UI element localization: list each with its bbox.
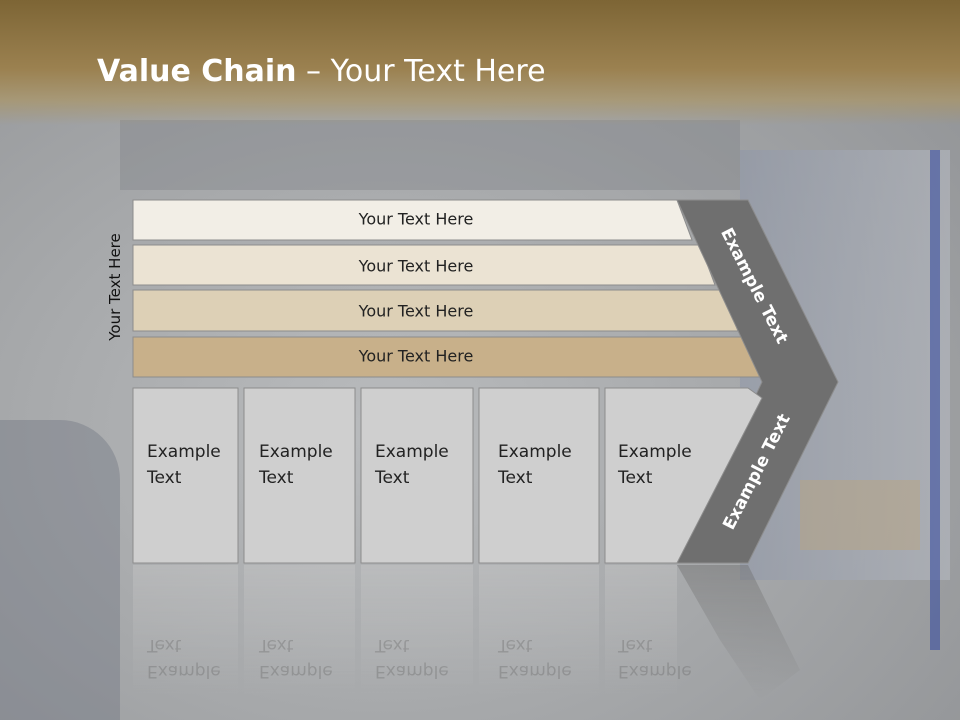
activity-box-2[interactable]	[243, 387, 356, 564]
activity-box-5-label: Example Text	[618, 439, 692, 491]
refl-line-1: Example	[259, 661, 333, 681]
box-line-2: Text	[498, 468, 533, 488]
refl-line-1: Example	[618, 661, 692, 681]
band-4-label: Your Text Here	[358, 346, 474, 366]
box-line-1: Example	[498, 442, 572, 462]
box-line-2: Text	[259, 468, 294, 488]
activity-box-3[interactable]	[360, 387, 474, 564]
band-2-label: Your Text Here	[358, 256, 474, 276]
activity-box-3-label: Example Text	[375, 439, 449, 491]
band-2[interactable]	[132, 244, 716, 286]
activity-box-1[interactable]	[132, 387, 239, 564]
refl-line-2: Text	[375, 635, 410, 655]
reflection-label-4: Example Text	[498, 632, 572, 684]
reflection-label-5: Example Text	[618, 632, 692, 684]
activity-box-4[interactable]	[478, 387, 600, 564]
box-line-1: Example	[147, 442, 221, 462]
box-line-1: Example	[259, 442, 333, 462]
activity-box-2-label: Example Text	[259, 439, 333, 491]
reflection	[133, 565, 800, 700]
box-line-1: Example	[618, 442, 692, 462]
reflection-label-1: Example Text	[147, 632, 221, 684]
refl-line-2: Text	[147, 635, 182, 655]
reflection-label-2: Example Text	[259, 632, 333, 684]
activity-box-4-label: Example Text	[498, 439, 572, 491]
band-1[interactable]	[132, 199, 693, 241]
box-line-2: Text	[375, 468, 410, 488]
box-line-2: Text	[618, 468, 653, 488]
slide-title: Value Chain – Your Text Here	[97, 54, 546, 89]
title-rest: – Your Text Here	[296, 54, 546, 89]
refl-line-1: Example	[498, 661, 572, 681]
activity-box-1-label: Example Text	[147, 439, 221, 491]
title-bold: Value Chain	[97, 54, 297, 89]
band-1-label: Your Text Here	[358, 209, 474, 229]
refl-line-2: Text	[259, 635, 294, 655]
box-line-1: Example	[375, 442, 449, 462]
band-3-label: Your Text Here	[358, 301, 474, 321]
reflection-label-3: Example Text	[375, 632, 449, 684]
refl-line-1: Example	[375, 661, 449, 681]
chevron-arrow[interactable]	[676, 199, 839, 564]
refl-line-2: Text	[498, 635, 533, 655]
refl-line-2: Text	[618, 635, 653, 655]
activity-box-5[interactable]	[604, 387, 763, 564]
refl-line-1: Example	[147, 661, 221, 681]
box-line-2: Text	[147, 468, 182, 488]
title-bar	[0, 0, 960, 125]
